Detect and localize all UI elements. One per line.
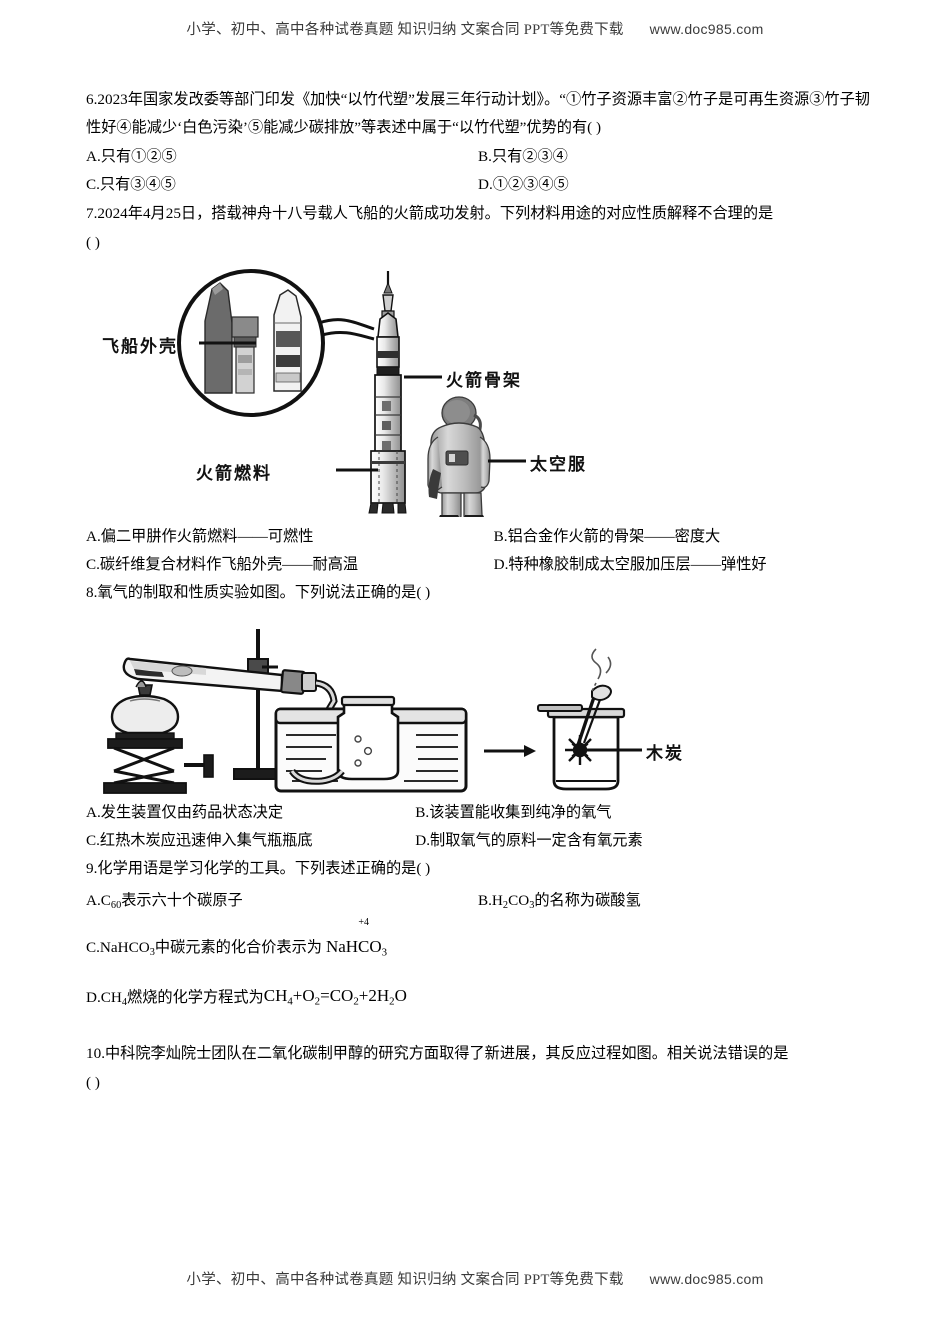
carbon-valence-charge: +4 xyxy=(358,916,370,928)
question-6-option-d[interactable]: D.①②③④⑤ xyxy=(478,176,569,194)
question-7-stem-continuation: ( ) xyxy=(86,234,100,252)
formula-before: NaH xyxy=(325,936,359,956)
option-b-subscript-1: 2 xyxy=(502,899,509,911)
question-9-options-row-1: A.C60表示六十个碳原子 B.H2CO3的名称为碳酸氢 xyxy=(86,887,870,915)
eq-term-0: CH xyxy=(263,986,288,1006)
footer-watermark: 小学、初中、高中各种试卷真题 知识归纳 文案合同 PPT等免费下载 www.doc… xyxy=(0,1268,950,1289)
question-9: 9.化学用语是学习化学的工具。下列表述正确的是( ) A.C60表示六十个碳原子… xyxy=(86,855,870,1012)
question-10-stem-continuation: ( ) xyxy=(86,1074,100,1092)
question-7-option-b[interactable]: B.铝合金作火箭的骨架——密度大 xyxy=(493,527,721,545)
question-7-stem: 7.2024年4月25日，搭载神舟十八号载人飞船的火箭成功发射。下列材料用途的对… xyxy=(86,204,774,222)
delivery-tube xyxy=(280,668,338,773)
alcohol-lamp xyxy=(110,680,180,740)
question-6-option-b[interactable]: B.只有②③④ xyxy=(478,148,568,166)
question-8-options-row-2: C.红热木炭应迅速伸入集气瓶瓶底 D.制取氧气的原料一定含有氧元素 xyxy=(86,827,870,855)
lab-jack xyxy=(103,737,214,794)
question-8-option-c[interactable]: C.红热木炭应迅速伸入集气瓶瓶底 xyxy=(86,831,313,849)
question-6: 6.2023年国家发改委等部门印发《加快“以竹代塑”发展三年行动计划》。“①竹子… xyxy=(86,86,870,200)
option-c-prefix: C.NaHCO xyxy=(86,939,150,957)
question-6-option-a[interactable]: A.只有①②⑤ xyxy=(86,148,177,166)
oxygen-apparatus-svg xyxy=(103,628,642,794)
question-6-stem: 6.2023年国家发改委等部门印发《加快“以竹代塑”发展三年行动计划》。“①竹子… xyxy=(86,91,870,136)
option-b-prefix: B.H xyxy=(478,891,503,909)
question-7: 7.2024年4月25日，搭载神舟十八号载人飞船的火箭成功发射。下列材料用途的对… xyxy=(86,200,870,580)
question-7-option-d[interactable]: D.特种橡胶制成太空服加压层——弹性好 xyxy=(493,556,767,573)
question-7-option-c[interactable]: C.碳纤维复合材料作飞船外壳——耐高温 xyxy=(86,556,359,573)
question-7-options-row-2: C.碳纤维复合材料作飞船外壳——耐高温 D.特种橡胶制成太空服加压层——弹性好 xyxy=(86,551,870,579)
question-6-option-c[interactable]: C.只有③④⑤ xyxy=(86,176,176,194)
test-tube xyxy=(122,657,284,693)
option-b-mid: CO xyxy=(508,891,530,909)
option-a-prefix: A.C xyxy=(86,891,111,909)
exam-content: 6.2023年国家发改委等部门印发《加快“以竹代塑”发展三年行动计划》。“①竹子… xyxy=(86,86,870,1099)
question-8-options-row-1: A.发生装置仅由药品状态决定 B.该装置能收集到纯净的氧气 xyxy=(86,799,870,827)
astronaut-figure xyxy=(427,396,491,523)
carbon-symbol: C xyxy=(358,936,370,956)
option-d-prefix: D.CH xyxy=(86,988,122,1006)
label-spacecraft-hull: 飞船外壳 xyxy=(102,336,178,356)
question-8-option-b[interactable]: B.该装置能收集到纯净的氧气 xyxy=(415,803,612,821)
eq-sub-2: 2 xyxy=(353,995,359,1008)
question-6-options-row-1: A.只有①②⑤ B.只有②③④ xyxy=(86,143,870,171)
magnifier-ring xyxy=(177,268,325,417)
rocket-spacecraft-diagram: 飞船外壳 火箭骨架 火箭燃料 太空服 xyxy=(86,265,870,523)
label-spacesuit: 太空服 xyxy=(530,454,587,474)
water-trough xyxy=(274,695,468,793)
question-9-option-b[interactable]: B.H2CO3的名称为碳酸氢 xyxy=(478,887,870,915)
rocket-body xyxy=(368,270,407,514)
question-8-option-d[interactable]: D.制取氧气的原料一定含有氧元素 xyxy=(415,831,643,849)
option-a-suffix: 表示六十个碳原子 xyxy=(121,891,243,909)
header-watermark: 小学、初中、高中各种试卷真题 知识归纳 文案合同 PPT等免费下载 www.doc… xyxy=(0,18,950,39)
oxygen-preparation-apparatus: 木炭 xyxy=(86,613,870,795)
question-8: 8.氧气的制取和性质实验如图。下列说法正确的是( ) xyxy=(86,579,870,855)
label-rocket-fuel: 火箭燃料 xyxy=(196,463,272,483)
label-rocket-frame: 火箭骨架 xyxy=(446,370,522,390)
eq-term-1: +O xyxy=(292,986,315,1006)
question-9-stem: 9.化学用语是学习化学的工具。下列表述正确的是( ) xyxy=(86,860,431,878)
gas-jar xyxy=(537,648,642,791)
process-arrow xyxy=(484,744,536,757)
header-watermark-url: www.doc985.com xyxy=(649,21,764,37)
footer-watermark-url: www.doc985.com xyxy=(649,1271,764,1287)
option-b-suffix: 的名称为碳酸氢 xyxy=(534,891,641,909)
eq-sub-0: 4 xyxy=(287,995,293,1008)
eq-term-3: +2H xyxy=(358,986,390,1006)
option-b-subscript-2: 3 xyxy=(529,899,535,911)
option-c-mid: 中碳元素的化合价表示为 xyxy=(154,939,322,957)
option-a-subscript: 60 xyxy=(110,899,122,911)
formula-after: O xyxy=(369,936,382,956)
option-d-mid: 燃烧的化学方程式为 xyxy=(127,988,264,1006)
question-8-option-a[interactable]: A.发生装置仅由药品状态决定 xyxy=(86,803,284,821)
methane-combustion-equation: CH4+O2=CO2+2H2O xyxy=(264,980,407,1011)
eq-term-2: =CO xyxy=(320,986,354,1006)
header-watermark-text: 小学、初中、高中各种试卷真题 知识归纳 文案合同 PPT等免费下载 xyxy=(186,22,624,38)
eq-sub-1: 2 xyxy=(314,995,321,1008)
eq-term-4: O xyxy=(394,986,407,1006)
question-6-options-row-2: C.只有③④⑤ D.①②③④⑤ xyxy=(86,171,870,199)
question-7-option-a[interactable]: A.偏二甲肼作火箭燃料——可燃性 xyxy=(86,527,314,545)
option-d-subscript: 4 xyxy=(121,996,128,1008)
question-7-options-row-1: A.偏二甲肼作火箭燃料——可燃性 B.铝合金作火箭的骨架——密度大 xyxy=(86,523,870,551)
label-charcoal: 木炭 xyxy=(646,743,684,763)
smoke-wisp xyxy=(591,648,612,692)
option-c-subscript: 3 xyxy=(149,947,155,959)
eq-sub-3: 2 xyxy=(389,995,395,1008)
question-8-stem: 8.氧气的制取和性质实验如图。下列说法正确的是( ) xyxy=(86,584,431,602)
footer-watermark-text: 小学、初中、高中各种试卷真题 知识归纳 文案合同 PPT等免费下载 xyxy=(186,1272,624,1288)
question-10-stem: 10.中科院李灿院士团队在二氧化碳制甲醇的研究方面取得了新进展，其反应过程如图。… xyxy=(86,1044,789,1062)
formula-after-subscript: 3 xyxy=(381,946,388,959)
question-9-option-a[interactable]: A.C60表示六十个碳原子 xyxy=(86,887,478,915)
magnifier-contents xyxy=(179,270,323,415)
question-10: 10.中科院李灿院士团队在二氧化碳制甲醇的研究方面取得了新进展，其反应过程如图。… xyxy=(86,1040,870,1097)
rocket-diagram-svg xyxy=(177,268,526,523)
